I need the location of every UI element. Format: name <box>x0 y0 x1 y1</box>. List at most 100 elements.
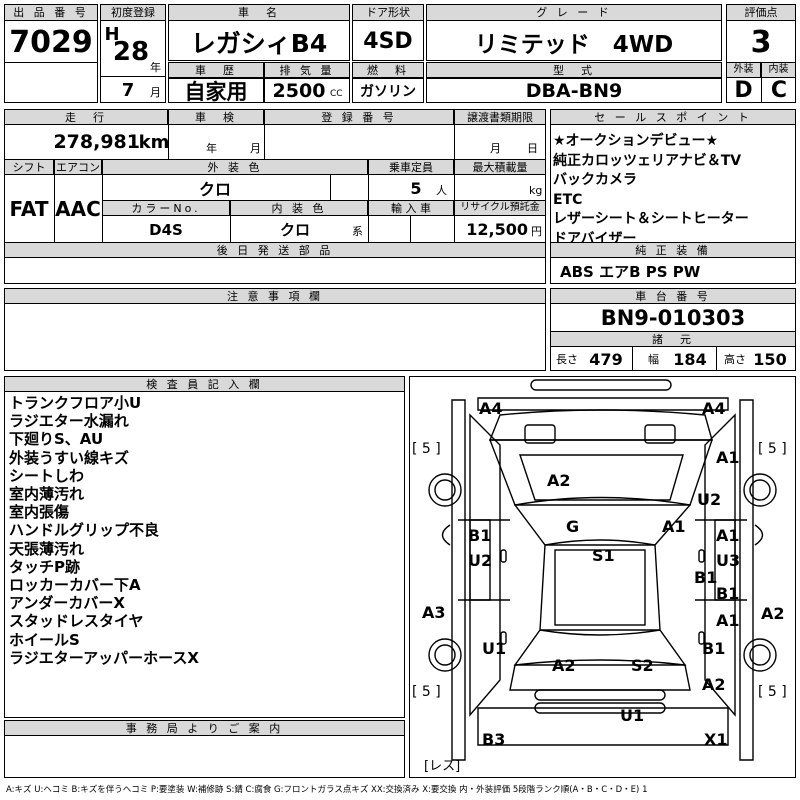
inspection-label: 車 検 <box>168 109 264 125</box>
lot-number: 7029 <box>9 24 93 60</box>
inspector-note: 室内薄汚れ <box>9 485 85 504</box>
spare-tire: [レス] <box>424 759 461 774</box>
damage-mark: A1 <box>662 517 686 536</box>
displacement: 2500 <box>272 79 326 102</box>
exterior-grade: D <box>734 78 753 103</box>
exterior-color: クロ <box>198 180 231 199</box>
door-type: 4SD <box>363 29 413 54</box>
diagram-windshield <box>513 496 692 546</box>
diagram-rear-bumper <box>477 707 729 746</box>
sales-point: バックカメラ <box>553 172 637 188</box>
diagram-tire-rr <box>743 638 777 672</box>
exterior-grade-label: 外装 <box>726 62 761 78</box>
transfer-day-unit: 日 <box>527 142 538 155</box>
inspector-note: タッチP跡 <box>9 557 80 576</box>
fuel-label: 燃 料 <box>352 62 424 78</box>
inspector-note: ロッカーカバー下A <box>9 576 141 595</box>
recycle-label: リサイクル預託金 <box>454 200 546 216</box>
inspector-notes: トランクフロア小U ラジエター水漏れ 下廻りS、AU 外装うすい線キズ シートし… <box>9 394 199 667</box>
inspector-note: スタッドレスタイヤ <box>9 612 144 631</box>
sales-point: レザーシート＆シートヒーター <box>553 211 749 227</box>
height-label: 高さ <box>724 353 746 366</box>
damage-mark: A3 <box>422 603 446 622</box>
aircon-label: エアコン <box>54 159 102 175</box>
sales-point: ETC <box>553 191 583 208</box>
fuel: ガソリン <box>360 83 416 100</box>
diagram-tire-fl <box>428 473 462 507</box>
aircon: AAC <box>55 197 101 221</box>
damage-mark: U3 <box>716 551 741 570</box>
damage-mark: A1 <box>716 526 740 545</box>
recycle-unit: 円 <box>531 225 542 238</box>
damage-mark: U1 <box>620 706 645 725</box>
inspector-note: 室内張傷 <box>9 503 70 522</box>
damage-mark: U2 <box>468 551 493 570</box>
score-label: 評価点 <box>726 4 796 21</box>
damage-mark: A4 <box>479 399 503 418</box>
damage-mark: B1 <box>702 639 726 658</box>
damage-mark: A1 <box>716 448 740 467</box>
interior-color-unit: 系 <box>352 225 363 238</box>
max-load-label: 最大積載量 <box>454 159 546 175</box>
history-label: 車 歴 <box>168 62 264 78</box>
model-cell <box>426 78 722 103</box>
shift: FAT <box>9 197 49 221</box>
damage-mark: B1 <box>694 568 718 587</box>
tire-rear-left: [ 5 ] <box>412 684 441 700</box>
inspector-label: 検 査 員 記 入 欄 <box>4 376 405 392</box>
capacity-unit: 人 <box>436 184 447 197</box>
month-unit: 月 <box>150 86 161 99</box>
transfer-month-unit: 月 <box>490 142 501 155</box>
diagram-trunk <box>509 664 691 691</box>
grade-label: グ レ ー ド <box>426 4 722 21</box>
first-registration-label: 初度登録 <box>100 4 166 21</box>
tire-rear-right: [ 5 ] <box>758 684 787 700</box>
damage-mark: A1 <box>716 611 740 630</box>
inspector-note: 外装うすい線キズ <box>9 448 130 467</box>
damage-mark: U2 <box>697 490 722 509</box>
length-label: 長さ <box>556 353 578 366</box>
car-name-label: 車 名 <box>168 4 350 21</box>
width: 184 <box>673 349 707 369</box>
sales-points-list: ★オークションデビュー★ 純正カロッツェリアナビ＆TV バックカメラ ETC レ… <box>553 132 749 249</box>
damage-mark: A2 <box>761 604 785 623</box>
year-unit: 年 <box>150 61 161 74</box>
displacement-label: 排 気 量 <box>264 62 350 78</box>
interior-color-label: 内 装 色 <box>230 200 368 216</box>
diagram-right-side <box>739 399 754 761</box>
inspection-month-unit: 月 <box>250 142 261 155</box>
sales-point: ★オークションデビュー★ <box>553 133 719 149</box>
cautions-label: 注 意 事 項 欄 <box>4 288 546 304</box>
capacity: 5 <box>410 178 422 198</box>
history-cell <box>168 78 264 103</box>
damage-mark: A2 <box>702 675 726 694</box>
inspector-note: ハンドルグリップ不良 <box>9 521 160 540</box>
grade: リミテッド 4WD <box>474 31 674 58</box>
score: 3 <box>750 24 772 60</box>
displacement-cell <box>264 78 350 103</box>
registration-no-label: 登 録 番 号 <box>264 109 454 125</box>
history: 自家用 <box>184 79 248 104</box>
tire-front-right: [ 5 ] <box>758 441 787 457</box>
damage-mark: S1 <box>592 546 615 565</box>
inspector-note: ラジエターアッパーホースX <box>9 648 199 667</box>
specs-label: 諸 元 <box>550 331 796 347</box>
displacement-unit: CC <box>330 89 343 99</box>
inspection-year-unit: 年 <box>206 142 217 155</box>
interior-color: クロ <box>279 221 310 239</box>
inspector-note: シートしわ <box>9 466 85 485</box>
equipment-items: ABS エアB PS PW <box>560 262 701 281</box>
legend: A:キズ U:ヘコミ B:キズを伴うヘコミ P:要塗装 W:補修跡 S:錆 C:… <box>6 785 648 795</box>
damage-mark: A2 <box>552 656 576 675</box>
parts-later-label: 後 日 発 送 部 品 <box>4 242 546 258</box>
damage-mark: B1 <box>468 526 492 545</box>
sales-points-label: セ ー ル ス ポ イ ン ト <box>550 109 796 125</box>
diagram-tire-rl <box>428 638 462 672</box>
lot-number-label: 出 品 番 号 <box>4 4 98 21</box>
equipment-label: 純 正 装 備 <box>550 242 796 258</box>
width-label: 幅 <box>648 353 659 366</box>
damage-mark: B1 <box>716 584 740 603</box>
damage-mark: A2 <box>547 471 571 490</box>
inspector-note: 下廻りS、AU <box>9 430 104 449</box>
damage-mark: X1 <box>704 730 728 749</box>
